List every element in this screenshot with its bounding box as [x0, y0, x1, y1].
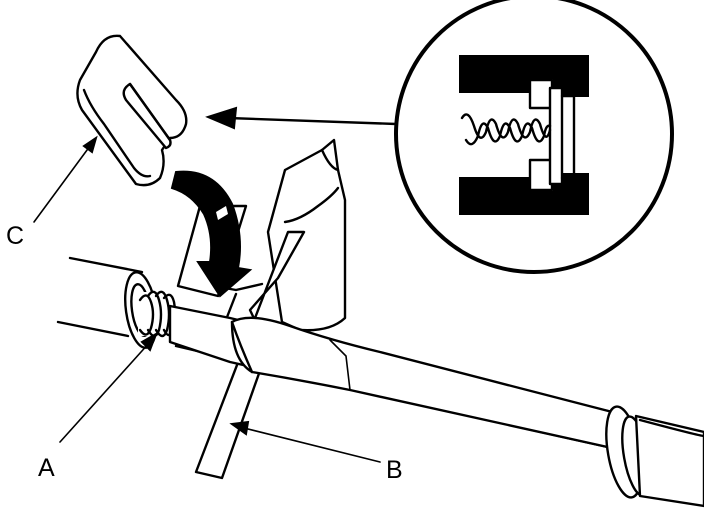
- insertion-arrow: [170, 170, 253, 298]
- detail-magnifier: [394, 0, 674, 274]
- screwdriver: [168, 304, 704, 508]
- housing-boss: [266, 138, 347, 332]
- magnifier-pointer-arrow: [205, 106, 398, 130]
- leader-lines: [33, 135, 381, 463]
- label-a: A: [38, 454, 55, 482]
- clip-c: [76, 34, 188, 187]
- label-c: C: [6, 222, 24, 250]
- label-b: B: [386, 456, 403, 484]
